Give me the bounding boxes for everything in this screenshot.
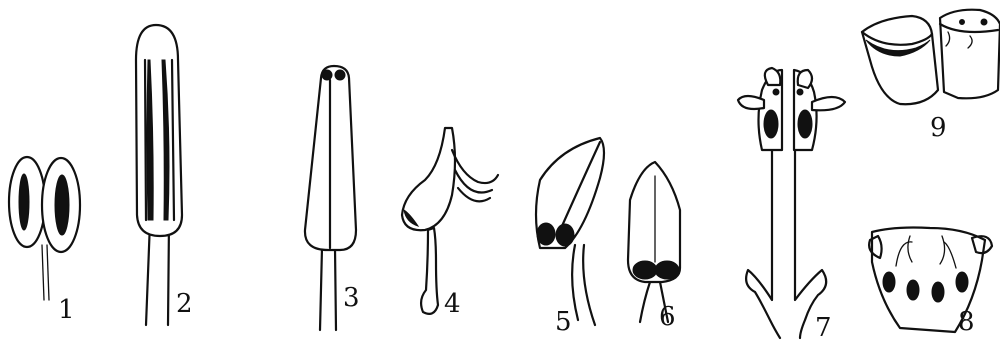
figure-label-6: 6 <box>659 302 676 332</box>
figure-label-7: 7 <box>815 313 832 343</box>
stamen-figure-3: 3 <box>305 66 360 330</box>
figure-label-3: 3 <box>343 283 360 313</box>
figure-label-2: 2 <box>176 289 193 319</box>
stamen-figure-4: 4 <box>402 128 498 319</box>
figure-label-8: 8 <box>958 307 975 337</box>
figure-label-4: 4 <box>444 289 461 319</box>
stamen-figure-5: 5 <box>536 138 604 337</box>
figure-label-9: 9 <box>930 113 947 143</box>
stamen-figure-1: 1 <box>9 157 80 325</box>
stamen-figure-2: 2 <box>136 25 193 325</box>
figure-label-1: 1 <box>58 295 75 325</box>
stamen-figure-6: 6 <box>628 162 680 332</box>
stamen-figure-7: 7 <box>738 68 845 343</box>
stamen-figure-8: 8 <box>869 228 992 338</box>
figure-label-5: 5 <box>555 307 572 337</box>
stamen-figure-9: 9 <box>862 10 1000 143</box>
